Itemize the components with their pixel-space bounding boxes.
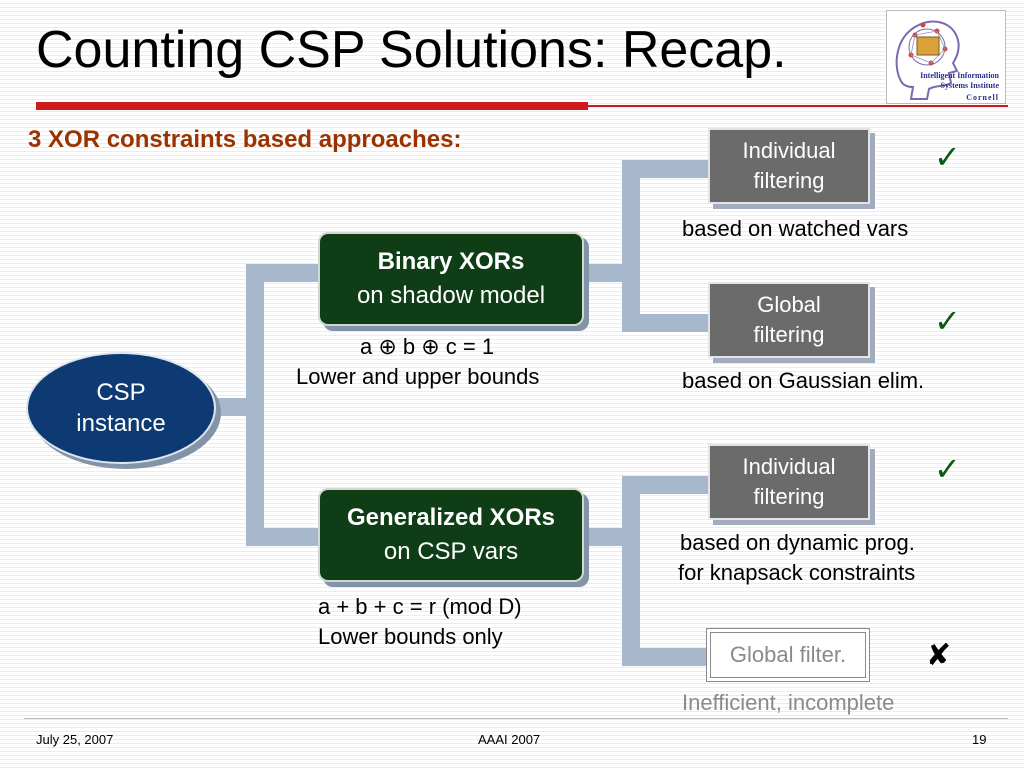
connector xyxy=(246,264,264,546)
check-icon: ✓ xyxy=(934,138,961,176)
binary-xors-equation: a ⊕ b ⊕ c = 1 xyxy=(360,334,495,359)
title-underline-thin xyxy=(588,105,1008,107)
footer-venue: AAAI 2007 xyxy=(478,732,541,747)
csp-node-line1: CSP xyxy=(96,378,146,406)
iisi-logo: Intelligent Information Systems Institut… xyxy=(886,10,1006,104)
csp-node-line2: instance xyxy=(76,410,166,437)
binary-xors-bounds: Lower and upper bounds xyxy=(296,364,540,389)
footer-date: July 25, 2007 xyxy=(36,732,114,747)
connector xyxy=(622,476,640,666)
global-filtering-line2: filtering xyxy=(753,322,825,347)
generalized-xors-equation: a + b + c = r (mod D) xyxy=(318,594,522,619)
logo-text-line2: Systems Institute xyxy=(940,81,999,90)
watched-vars-note: based on watched vars xyxy=(682,216,909,241)
binary-xors-node: Binary XORs on shadow model xyxy=(318,232,584,326)
slide-subtitle: 3 XOR constraints based approaches: xyxy=(28,126,462,153)
connector xyxy=(622,648,710,666)
title-underline xyxy=(36,102,588,110)
footer-page-number: 19 xyxy=(972,732,987,747)
generalized-xors-title: Generalized XORs xyxy=(346,504,556,532)
binary-xors-title: Binary XORs xyxy=(377,248,525,276)
connector xyxy=(622,160,640,332)
connector xyxy=(246,264,320,282)
inefficient-note: Inefficient, incomplete xyxy=(682,690,895,715)
logo-text-line3: Cornell xyxy=(966,93,999,102)
connector xyxy=(622,160,710,178)
global-filter-node: Global filter. xyxy=(706,628,870,682)
check-icon: ✓ xyxy=(934,450,961,488)
individual-filtering-node-2: Individual filtering xyxy=(708,444,870,520)
binary-xors-subtitle: on shadow model xyxy=(356,282,546,309)
brain-logo-icon xyxy=(895,20,960,100)
connector xyxy=(622,476,710,494)
slide-title: Counting CSP Solutions: Recap. xyxy=(36,21,787,79)
generalized-xors-node: Generalized XORs on CSP vars xyxy=(318,488,584,582)
cross-icon: ✘ xyxy=(926,638,952,673)
dynamic-prog-note: based on dynamic prog. xyxy=(680,530,915,555)
check-icon: ✓ xyxy=(934,302,961,340)
connector xyxy=(246,528,320,546)
gaussian-elim-note: based on Gaussian elim. xyxy=(682,368,925,393)
knapsack-note: for knapsack constraints xyxy=(678,560,916,585)
individual-filtering-line1: Individual xyxy=(742,138,836,164)
global-filtering-node: Global filtering xyxy=(708,282,870,358)
global-filtering-line1: Global xyxy=(757,292,821,318)
generalized-xors-subtitle: on CSP vars xyxy=(383,538,519,565)
individual-filtering-line2: filtering xyxy=(753,168,825,193)
footer-divider xyxy=(24,718,1008,719)
connector xyxy=(622,314,710,332)
individual-filtering-node-1: Individual filtering xyxy=(708,128,870,204)
generalized-xors-bounds: Lower bounds only xyxy=(318,624,503,649)
individual-filtering-line1: Individual xyxy=(742,454,836,480)
individual-filtering-line2: filtering xyxy=(753,484,825,509)
logo-text-line1: Intelligent Information xyxy=(920,71,999,80)
csp-instance-node: CSP instance xyxy=(26,352,216,464)
global-filter-label: Global filter. xyxy=(710,632,866,678)
